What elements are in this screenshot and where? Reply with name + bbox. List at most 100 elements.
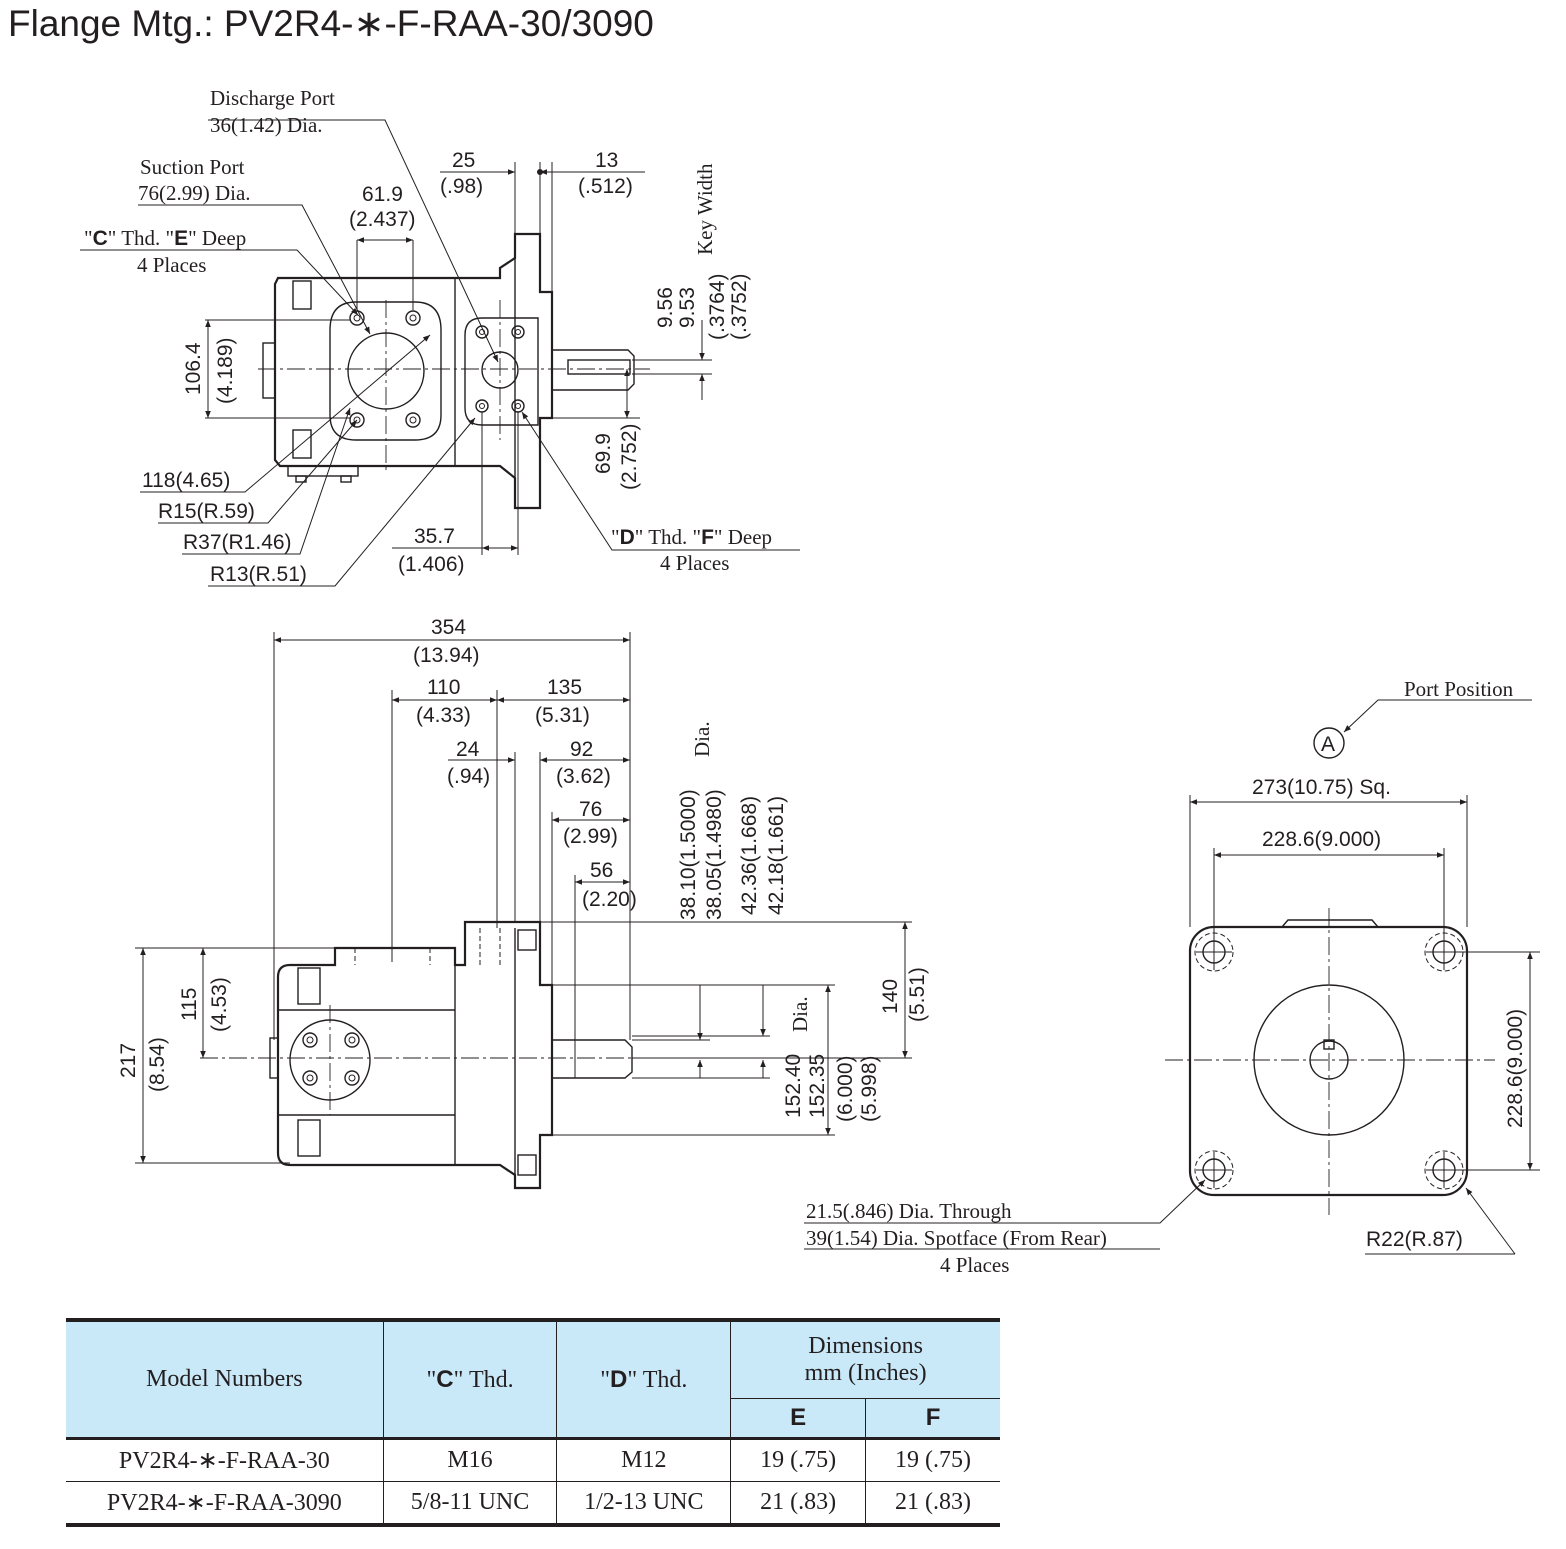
dim-140: 140	[879, 979, 902, 1014]
dim-115: 115	[178, 988, 201, 1021]
dim-9-53-in: (.3752)	[728, 273, 751, 340]
dim-152-40-in: (6.000)	[834, 1055, 857, 1122]
side-shaft	[551, 1039, 633, 1079]
d-thread-places: 4 Places	[660, 551, 729, 575]
cell-e: 21 (.83)	[730, 1481, 866, 1525]
cell-c-thread: 5/8-11 UNC	[382, 1481, 557, 1525]
dim-56-in: (2.20)	[582, 888, 637, 911]
cell-d-thread: 1/2-13 UNC	[556, 1481, 731, 1525]
dim-35-7: 35.7	[414, 525, 455, 548]
cell-e: 19 (.75)	[730, 1437, 866, 1482]
dim-228-top: 228.6(9.000)	[1262, 828, 1381, 851]
cell-f: 21 (.83)	[865, 1481, 1000, 1525]
dim-152-40: 152.40	[782, 1054, 805, 1118]
dim-13-in: (.512)	[578, 175, 633, 198]
flange-top-boss	[1281, 919, 1379, 928]
side-bolt-heads	[302, 1032, 360, 1086]
col-d-thread-header: "D" Thd.	[556, 1320, 731, 1439]
cell-c-thread: M16	[382, 1437, 557, 1482]
side-view: 354 (13.94) 110 (4.33) 135 (5.31) 24 (.9…	[117, 616, 929, 1190]
dim-38-05: 38.05(1.4980)	[703, 789, 726, 920]
dim-92: 92	[570, 738, 593, 761]
front-view: Port Position A 273(10.75) Sq. 228.6(9.0…	[804, 677, 1540, 1277]
dim-r22: R22(R.87)	[1366, 1228, 1463, 1251]
dim-r15: R15(R.59)	[158, 500, 255, 523]
dim-9-56: 9.56	[654, 287, 677, 328]
dim-42-36: 42.36(1.668)	[738, 796, 761, 915]
dim-106-4: 106.4	[182, 342, 205, 395]
dim-24: 24	[456, 738, 480, 761]
dim-9-53: 9.53	[676, 287, 699, 328]
flange-dia-label: Dia.	[788, 996, 812, 1032]
discharge-port-label: Discharge Port	[210, 86, 335, 110]
table-row: PV2R4-∗-F-RAA-3090 5/8-11 UNC 1/2-13 UNC…	[66, 1481, 1000, 1525]
hole-note-1: 21.5(.846) Dia. Through	[806, 1199, 1012, 1223]
dim-354-in: (13.94)	[413, 644, 480, 667]
dim-110: 110	[427, 676, 460, 699]
c-thread-note: "C" Thd. "E" Deep	[84, 226, 246, 250]
suction-port-label: Suction Port	[140, 155, 245, 179]
col-c-thread-header: "C" Thd.	[382, 1320, 557, 1439]
port-marker-letter: A	[1321, 733, 1335, 756]
dim-56: 56	[590, 859, 613, 882]
shaft-dia-label: Dia.	[690, 721, 714, 757]
dim-115-in: (4.53)	[208, 977, 231, 1032]
dim-61-9: 61.9	[362, 183, 403, 206]
port-position-marker	[1313, 727, 1345, 759]
hole-note-2: 39(1.54) Dia. Spotface (From Rear)	[806, 1226, 1107, 1250]
cell-f: 19 (.75)	[865, 1437, 1000, 1482]
dim-152-35-in: (5.998)	[858, 1055, 881, 1122]
dim-25-in: (.98)	[440, 175, 483, 198]
dim-25: 25	[452, 149, 475, 172]
suction-port-dia: 76(2.99) Dia.	[138, 181, 251, 205]
dim-217-in: (8.54)	[146, 1037, 169, 1092]
dim-228-side: 228.6(9.000)	[1504, 1009, 1527, 1128]
cell-model: PV2R4-∗-F-RAA-3090	[66, 1481, 384, 1525]
dim-92-in: (3.62)	[556, 765, 611, 788]
dim-106-4-in: (4.189)	[214, 337, 237, 404]
d-thread-note: "D" Thd. "F" Deep	[611, 525, 772, 549]
flange-square	[1188, 925, 1469, 1197]
dim-152-35: 152.35	[806, 1054, 829, 1118]
dim-69-9: 69.9	[592, 433, 615, 474]
dim-69-9-in: (2.752)	[618, 423, 641, 490]
keyway	[567, 359, 631, 375]
dim-r37: R37(R1.46)	[183, 531, 292, 554]
dim-135: 135	[547, 676, 582, 699]
cell-model: PV2R4-∗-F-RAA-30	[66, 1437, 384, 1482]
dim-217: 217	[117, 1043, 140, 1078]
hole-note-3: 4 Places	[940, 1253, 1009, 1277]
col-model-header: Model Numbers	[66, 1320, 384, 1439]
key-width-label: Key Width	[693, 163, 717, 255]
shaft	[551, 349, 635, 391]
col-f-header: F	[865, 1398, 1000, 1439]
dim-42-18: 42.18(1.661)	[765, 796, 788, 915]
side-body-outline	[276, 920, 554, 1190]
page-title: Flange Mtg.: PV2R4-∗-F-RAA-30/3090	[8, 3, 654, 44]
dim-76-in: (2.99)	[563, 825, 618, 848]
dim-273: 273(10.75) Sq.	[1252, 776, 1391, 799]
dim-13: 13	[595, 149, 618, 172]
discharge-port-dia: 36(1.42) Dia.	[210, 113, 323, 137]
port-position-label: Port Position	[1404, 677, 1514, 701]
dim-76: 76	[579, 798, 602, 821]
table-row: PV2R4-∗-F-RAA-30 M16 M12 19 (.75) 19 (.7…	[66, 1437, 1000, 1482]
suction-bolt-holes	[349, 310, 421, 428]
dim-38-10: 38.10(1.5000)	[677, 789, 700, 920]
dim-135-in: (5.31)	[535, 704, 590, 727]
discharge-flange	[464, 317, 539, 426]
dim-9-56-in: (.3764)	[706, 273, 729, 340]
dim-354: 354	[431, 616, 466, 639]
dim-r13: R13(R.51)	[210, 563, 307, 586]
col-e-header: E	[730, 1398, 866, 1439]
dim-110-in: (4.33)	[416, 704, 471, 727]
dim-35-7-in: (1.406)	[398, 553, 465, 576]
dim-61-9-in: (2.437)	[349, 208, 416, 231]
top-view: Discharge Port 36(1.42) Dia. Suction Por…	[80, 86, 800, 587]
dim-118: 118(4.65)	[142, 469, 230, 492]
cell-d-thread: M12	[556, 1437, 731, 1482]
dim-140-in: (5.51)	[906, 967, 929, 1022]
dim-24-in: (.94)	[447, 765, 490, 788]
